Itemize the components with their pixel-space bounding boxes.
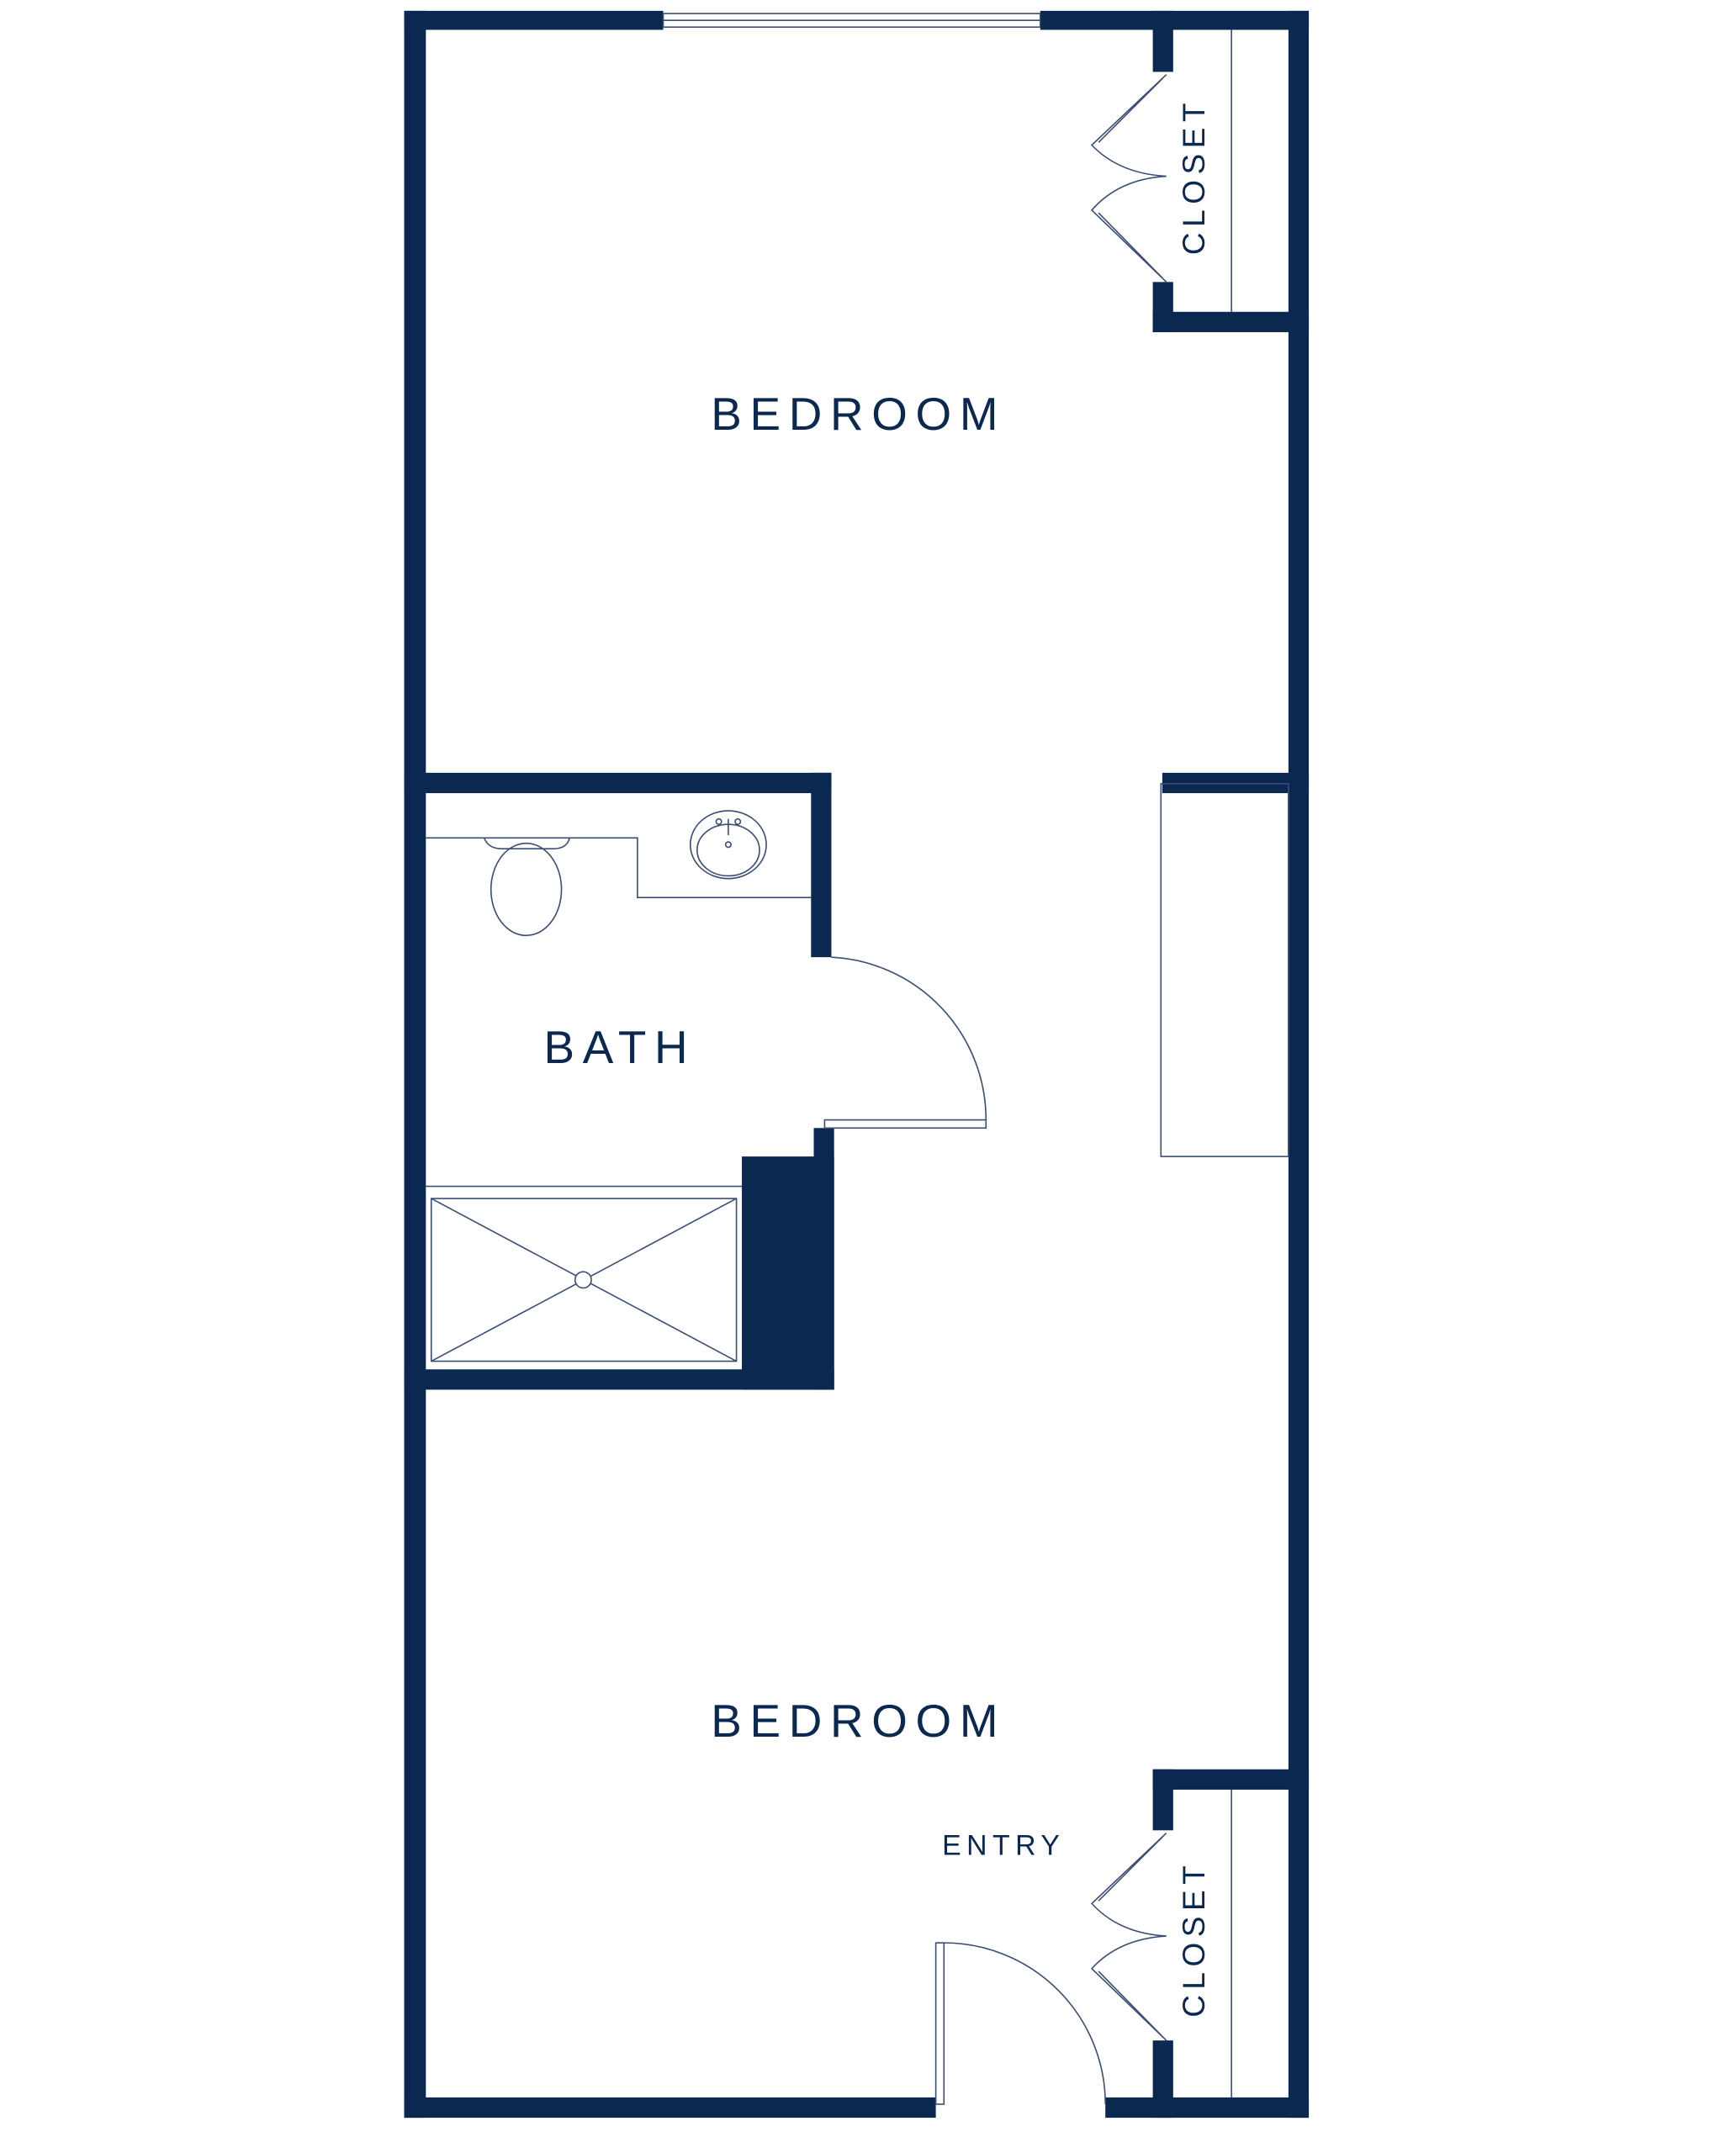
bifold-door-top bbox=[1090, 74, 1167, 283]
bath-top-wall bbox=[404, 772, 832, 794]
closet-top-wall-a bbox=[1152, 10, 1173, 72]
wall-bottom-left bbox=[404, 2097, 936, 2119]
wall-top-left bbox=[404, 10, 664, 30]
closet-top-wall-c bbox=[1152, 311, 1310, 332]
wall-right bbox=[1288, 10, 1310, 2119]
sink-icon bbox=[689, 810, 767, 880]
wall-left bbox=[404, 10, 426, 2119]
bath-right-wall-upper bbox=[811, 772, 832, 958]
toilet-icon bbox=[483, 837, 571, 937]
window bbox=[662, 13, 1041, 29]
room-label-entry: ENTRY bbox=[942, 1829, 1065, 1861]
room-label-closet-bottom: CLOSET bbox=[1176, 1860, 1211, 2018]
wardrobe bbox=[1160, 782, 1289, 1157]
vanity bbox=[426, 810, 812, 899]
bifold-door-bottom bbox=[1090, 1832, 1167, 2041]
closet-bottom-wall-b bbox=[1152, 1769, 1173, 1831]
closet-top-fixtures bbox=[1090, 29, 1232, 312]
closet-bottom-wall-c bbox=[1152, 2040, 1173, 2119]
room-label-bedroom-top: BEDROOM bbox=[711, 388, 1006, 440]
entry-door[interactable] bbox=[934, 1942, 1106, 2105]
walls bbox=[404, 10, 1310, 2119]
wall-bottom-right bbox=[1105, 2097, 1310, 2119]
wall-top-right bbox=[1040, 10, 1310, 30]
room-label-closet-top: CLOSET bbox=[1176, 98, 1211, 255]
room-label-bath: BATH bbox=[544, 1021, 696, 1073]
bath-door[interactable] bbox=[823, 956, 987, 1129]
shower-icon bbox=[426, 1185, 743, 1362]
closet-bottom-fixtures bbox=[1090, 1789, 1232, 2097]
bath-chase bbox=[742, 1156, 834, 1390]
room-label-bedroom-bottom: BEDROOM bbox=[711, 1695, 1006, 1747]
closet-bottom-wall-a bbox=[1152, 1769, 1310, 1790]
bath-bottom-wall bbox=[404, 1369, 834, 1390]
